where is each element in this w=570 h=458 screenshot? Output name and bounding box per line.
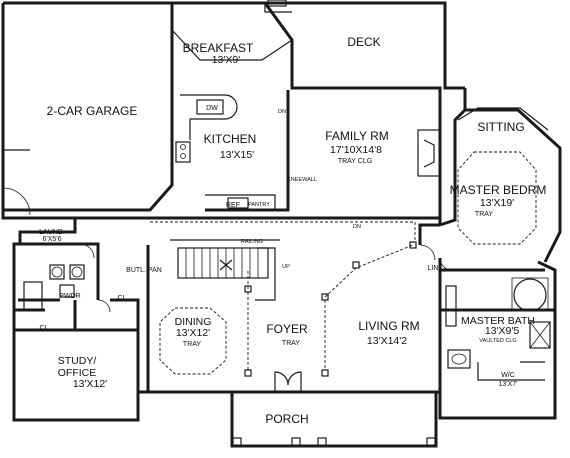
closet-rods [477,361,545,381]
fireplace-hearth [423,139,435,168]
front-door [274,371,302,392]
hall-ceiling-line [150,221,416,242]
dining-label: DINING [175,316,212,328]
dining-size: 13'X12' [176,327,210,339]
fireplace [417,129,441,177]
kitchen-island [175,94,238,163]
kitchen-size: 13'X15' [220,149,254,161]
stair-up-label: UP [282,264,290,270]
garage-door-swing [2,187,31,216]
living-size: 13'X14'2 [367,335,407,347]
study-size: 13'X12' [73,378,107,390]
kitchen-counter [205,194,276,210]
door-swing-powder [97,299,111,313]
study-label: STUDY/ [58,355,97,367]
porch-posts [232,437,436,447]
deck-label: DECK [347,35,380,49]
annotations: DW DN KNEEWALL REF PANTRY DN RAILING UP … [40,105,439,332]
laundry-label: LAUND. [39,229,65,236]
refrigerator [227,197,249,209]
sitting-label: SITTING [477,120,524,134]
laundry-size: 6'X5'6 [42,236,61,243]
dining-tray [159,307,227,375]
master-bedroom-label: MASTER BEDRM [450,183,547,197]
closet-label: CL [118,295,127,302]
master-bath-label: MASTER BATH [461,315,535,327]
laundry-fixtures [23,243,95,311]
exterior-walls [1,1,562,448]
dishwasher-label: DW [206,105,218,112]
door-swing-bath [439,257,453,271]
walk-in-closet-size: 13'X7' [498,381,517,388]
refrigerator-label: REF [226,202,240,209]
breakfast-size: 13'X9' [212,54,241,66]
family-label: FAMILY RM [325,129,389,143]
breakfast-label: BREAKFAST [183,41,254,55]
powder-label: PWDR [59,293,80,300]
foyer-note: TRAY [282,340,300,347]
dining-note: TRAY [183,341,201,348]
kitchen-label: KITCHEN [204,132,257,146]
living-label: LIVING RM [358,319,419,333]
stair-down-label: DN [278,109,286,115]
sitting-bay [457,107,549,131]
linen-label: LIN [428,265,439,272]
breakfast-bay [171,29,293,61]
family-note: TRAY CLG [338,158,372,165]
hall-down-label: DN [353,224,361,230]
stairs [170,239,280,301]
butler-pantry-label: BUTL. PAN [126,267,162,274]
deck [264,0,292,13]
walk-in-closet-label: W/C [501,372,515,379]
columns [244,241,417,377]
master-bedroom-size: 13'X19' [480,197,514,209]
study-label-line2: OFFICE [58,367,97,379]
study-closet-label: CL [40,325,49,332]
master-bath-fixtures [445,277,551,369]
railing-label: RAILING [241,239,263,245]
family-size: 17'10X14'8 [330,144,382,156]
master-bedroom-note: TRAY [475,211,493,218]
kneewall-label: KNEEWALL [287,177,317,183]
garage-label: 2-CAR GARAGE [47,104,138,118]
master-bath-note: VAULTED CLG [479,338,516,344]
room-labels: 2-CAR GARAGE BREAKFAST 13'X9' DECK KITCH… [39,35,546,426]
porch-label: PORCH [265,412,308,426]
door-swing-linen [419,244,436,261]
foyer-label: FOYER [266,322,308,336]
pantry-label: PANTRY [248,202,270,208]
master-bath-size: 13'X9'5 [485,325,520,337]
master-bedroom-tray [457,151,537,245]
